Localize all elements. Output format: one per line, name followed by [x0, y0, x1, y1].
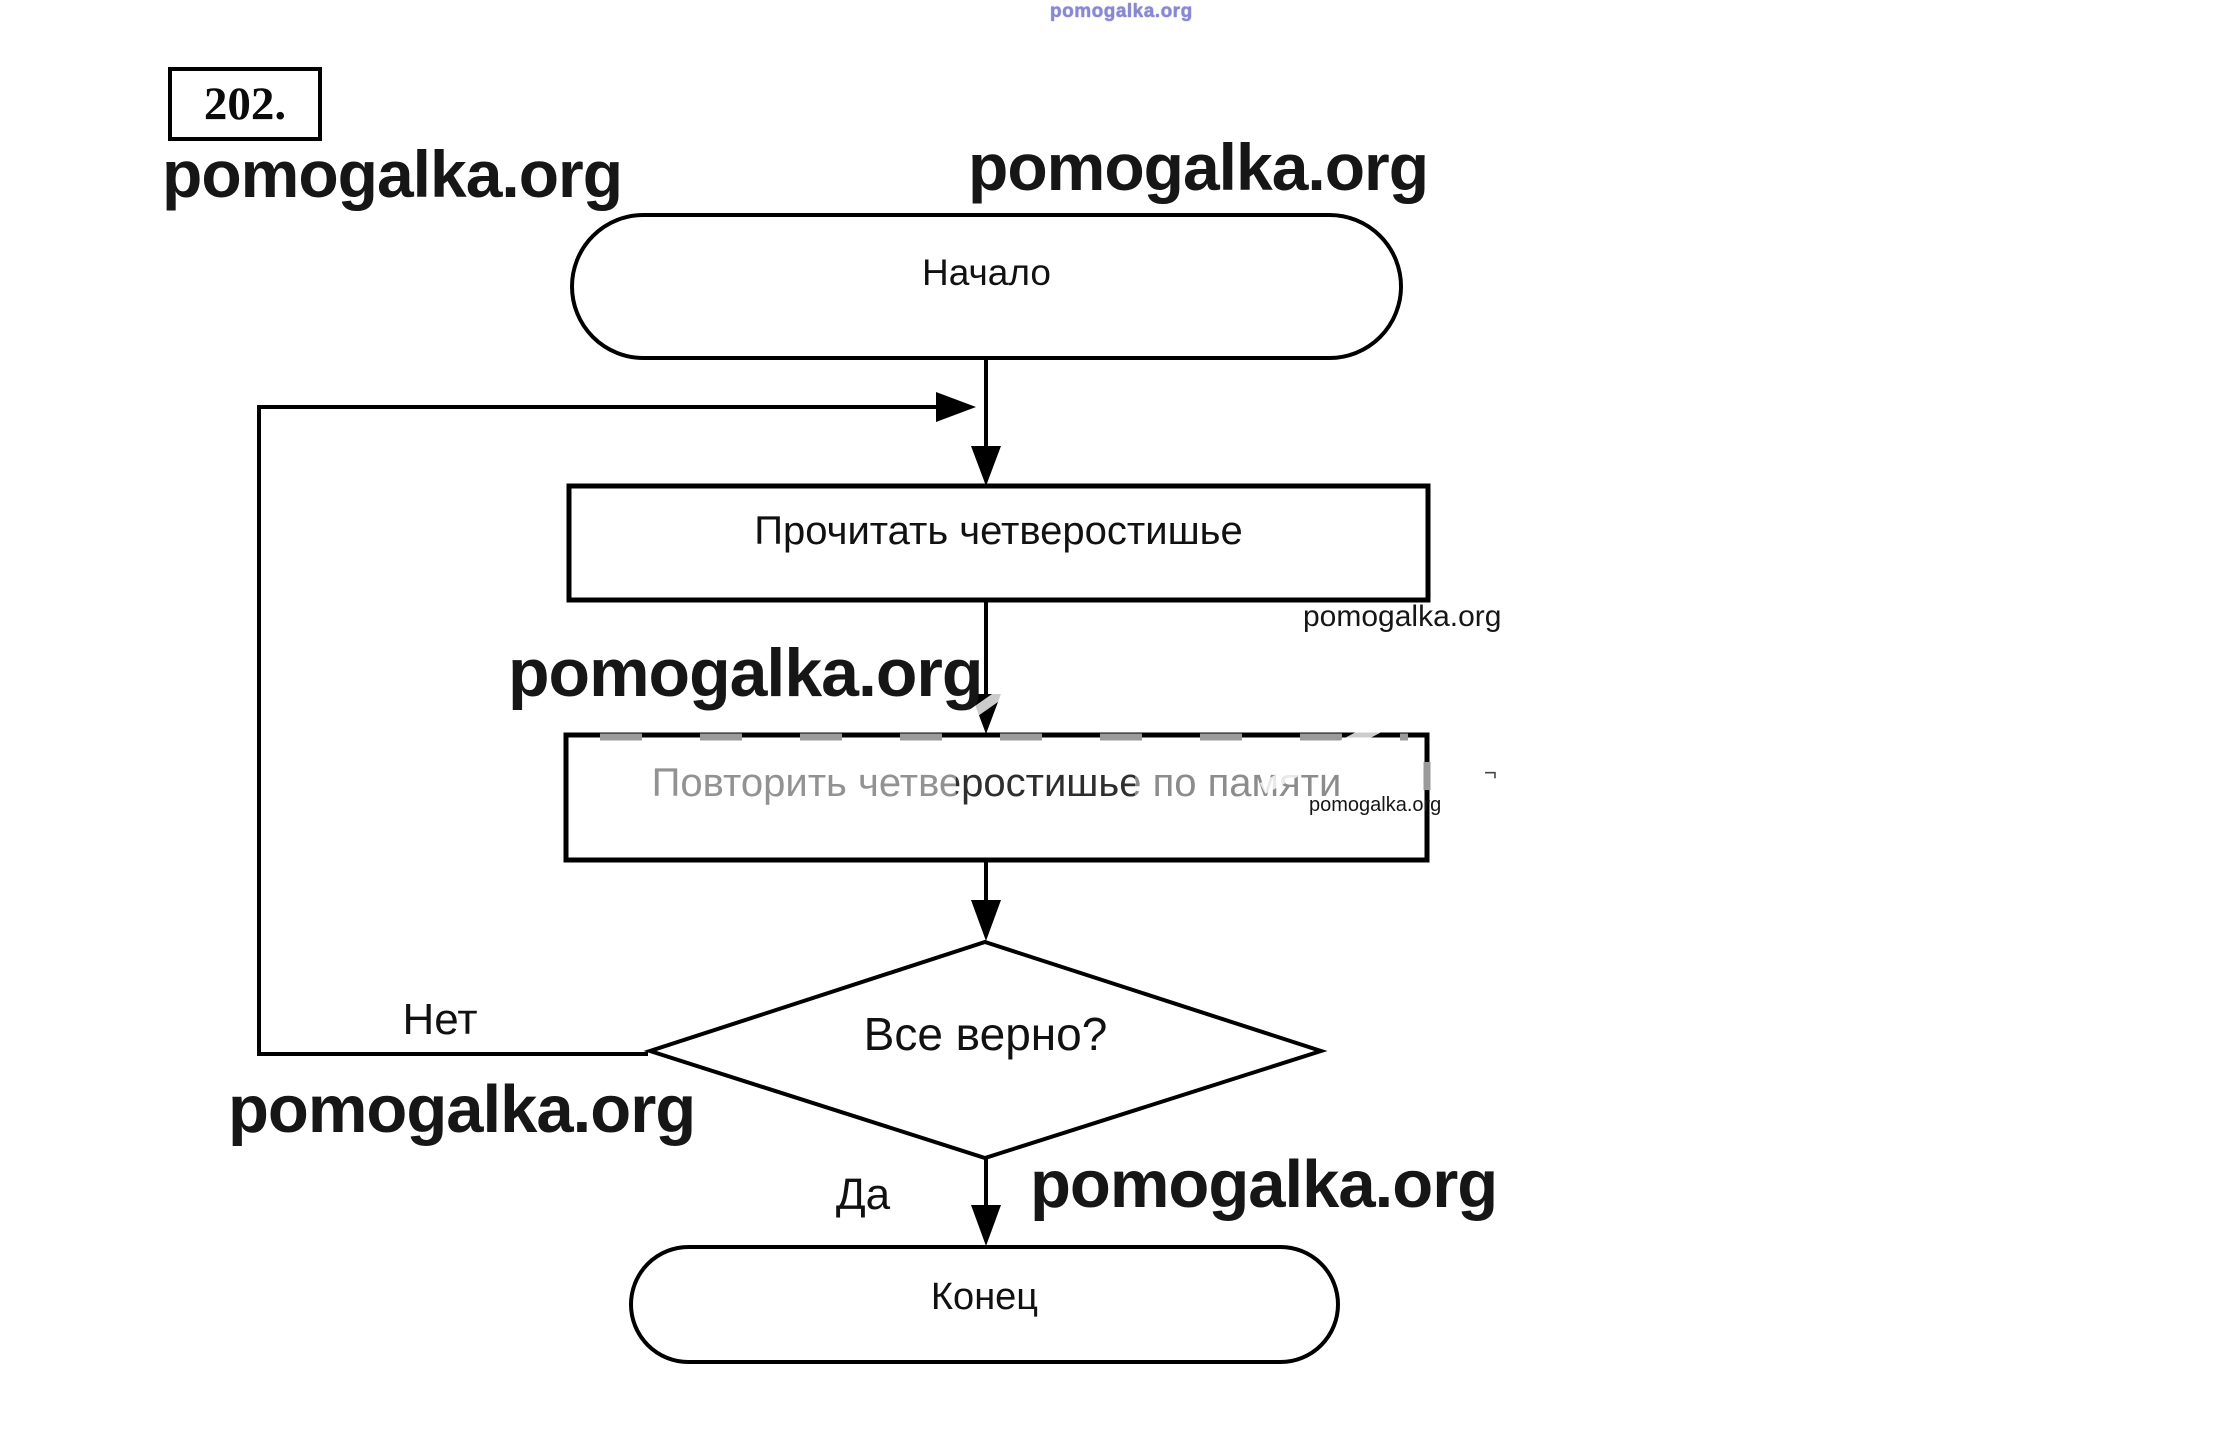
edge-decision-read-loop-line [257, 405, 940, 1056]
watermark-stray-mark: ¬ [1484, 760, 1497, 785]
task-number-box: 202. [168, 67, 322, 141]
decision-node-label: Все верно? [863, 1008, 1108, 1060]
read-process-shape [566, 483, 1431, 603]
branch-no-label: Нет [402, 995, 478, 1044]
end-node-label: Конец [930, 1276, 1039, 1318]
watermark-bottom-left: pomogalka.org [228, 1072, 696, 1147]
edge-repeat-decision-arrowhead-icon [971, 900, 1001, 941]
watermark-top-left: pomogalka.org [162, 137, 623, 211]
end-terminator-shape [629, 1245, 1340, 1364]
repeat-node-label: Повторить четверостишье по памяти [651, 761, 1342, 805]
edge-decision-read-arrowhead-icon [936, 392, 976, 422]
branch-yes-label: Да [835, 1170, 891, 1219]
watermark-top-right: pomogalka.org [968, 130, 1429, 204]
task-number-label: 202. [203, 78, 287, 130]
watermark-middle: pomogalka.org [508, 635, 983, 711]
watermark-bottom-right: pomogalka.org [1030, 1147, 1498, 1222]
read-node-label: Прочитать четверостишье [754, 509, 1243, 553]
watermark-tiny-top: pomogalka.org [1050, 1, 1193, 22]
watermark-small-under-read-box: pomogalka.org [1303, 600, 1502, 633]
edge-decision-end-arrowhead-icon [971, 1205, 1001, 1246]
watermark-small-inside-repeat-box: pomogalka.org [1309, 794, 1442, 816]
start-node-label: Начало [922, 252, 1051, 293]
edge-start-read-arrowhead-icon [971, 446, 1001, 486]
